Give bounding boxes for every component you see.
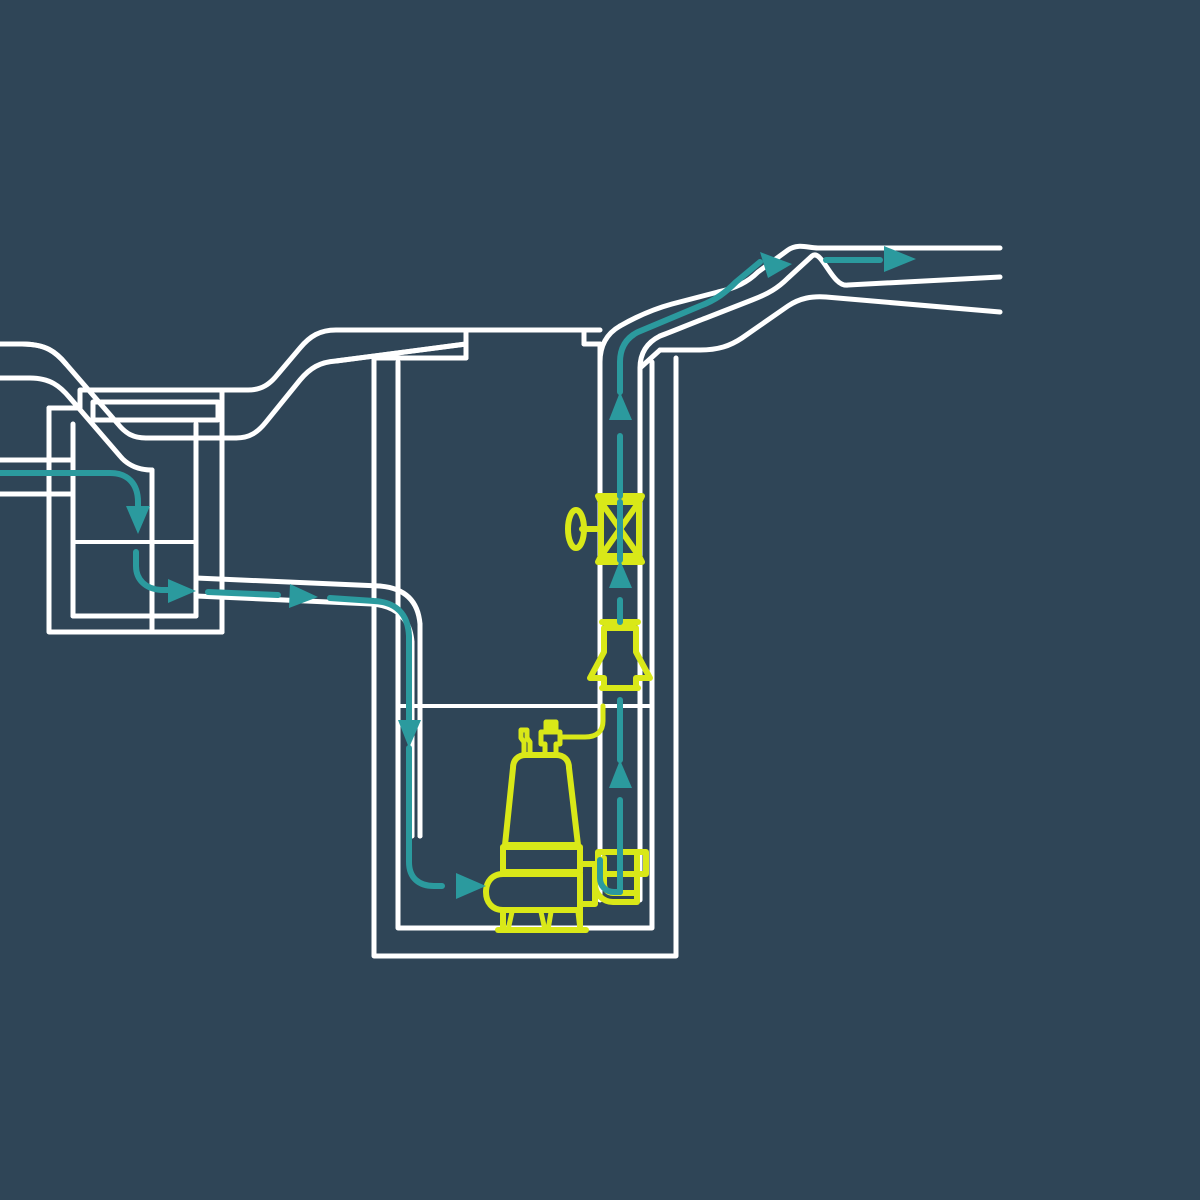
discharge-pipe: [617, 243, 1003, 371]
inlet-chamber: [0, 387, 225, 635]
gate-valve[interactable]: [565, 493, 645, 565]
pump-cable: [548, 703, 606, 740]
flow-suction: [456, 873, 486, 899]
connecting-pipe: [193, 575, 423, 839]
flow-outfall: [823, 246, 916, 272]
flow-inlet: [0, 470, 150, 534]
flow-chamber-out: [133, 549, 412, 703]
tank-lid: [0, 327, 603, 441]
flow-drop: [398, 697, 445, 889]
submersible-pump[interactable]: [483, 719, 598, 933]
flow-riser: [597, 359, 632, 895]
flow-discharge: [617, 252, 792, 365]
